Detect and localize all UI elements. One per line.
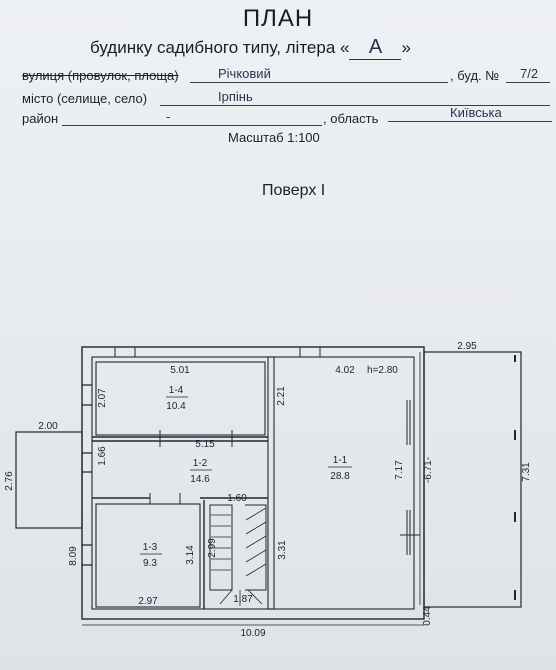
street-value: Річковий — [218, 66, 271, 81]
room-1-1-area: 28.8 — [330, 471, 350, 482]
city-value: Ірпінь — [218, 89, 253, 104]
partition-center — [267, 356, 275, 610]
dim-2-97: 2.97 — [138, 596, 158, 607]
stair-right-run — [245, 504, 267, 591]
room-1-3-id: 1-3 — [143, 542, 158, 553]
dim-2-99: 2.99 — [207, 538, 218, 558]
dim-7-31: 7.31 — [521, 462, 532, 482]
floor-label: Поверх I — [262, 182, 326, 199]
region-value: Київська — [450, 105, 502, 120]
terrace-outline — [423, 351, 522, 608]
subtitle-suffix: » — [401, 38, 411, 57]
height-note: h=2.80 — [367, 365, 398, 376]
house-value: 7/2 — [520, 66, 539, 81]
room-1-4-area: 10.4 — [166, 401, 186, 412]
dim-0-44: 0.44 — [422, 606, 433, 626]
city-field: Ірпінь — [160, 89, 550, 106]
document-title: ПЛАН — [242, 5, 314, 32]
district-value: - — [166, 109, 171, 124]
region-field: Київська — [388, 105, 552, 122]
room-1-2-area: 14.6 — [190, 474, 210, 485]
dim-1-60: -1.60- — [224, 493, 250, 504]
dim-5-01: 5.01 — [170, 365, 190, 376]
dim-3-14: 3.14 — [185, 545, 196, 565]
room-1-2-id: 1-2 — [193, 458, 208, 469]
room-1-4-outline — [95, 361, 266, 436]
dim-2-95: 2.95 — [457, 341, 477, 352]
windows-right-wall — [406, 400, 411, 555]
district-label: район — [22, 111, 59, 126]
stair-winders — [219, 589, 263, 606]
scale-label: Масштаб 1:100 — [228, 130, 320, 145]
dim-2-76: 2.76 — [4, 471, 15, 491]
region-label: , область — [323, 111, 379, 126]
dim-2-00: 2.00 — [38, 421, 58, 432]
dim-1-87: 1.87 — [233, 594, 253, 605]
doors-partitions — [149, 430, 233, 504]
dim-3-31: 3.31 — [277, 540, 288, 560]
district-field: - — [62, 109, 322, 126]
street-label: вулиця (провулок, площа) — [22, 68, 179, 83]
dim-6-71: -6.71- — [423, 457, 434, 483]
outer-wall-outline — [81, 346, 425, 620]
dim-7-17: 7.17 — [394, 460, 405, 480]
dim-4-02: 4.02 — [335, 365, 355, 376]
dim-10-09: 10.09 — [240, 628, 265, 639]
house-field: 7/2 — [506, 66, 550, 83]
porch-outline — [15, 431, 83, 529]
dim-5-15: 5.15 — [195, 439, 215, 450]
windows-top-wall — [114, 347, 321, 357]
street-field: Річковий — [190, 66, 448, 83]
street-label-text: вулиця (провулок, площа) — [22, 68, 179, 83]
stair-steps-right — [245, 507, 267, 577]
room-1-1-id: 1-1 — [333, 455, 348, 466]
dim-2-07: 2.07 — [97, 388, 108, 408]
stair-steps-left — [211, 514, 231, 571]
subtitle-prefix: будинку садибного типу, літера « — [90, 38, 350, 57]
inner-wall-outline — [91, 356, 415, 610]
litera-value: А — [349, 36, 402, 60]
house-label: , буд. № — [450, 68, 500, 83]
room-1-4-id: 1-4 — [169, 385, 184, 396]
dim-2-21: 2.21 — [276, 386, 287, 406]
dim-8-09: 8.09 — [68, 546, 79, 566]
dim-1-66: 1.66 — [97, 446, 108, 466]
windows-left-wall — [82, 384, 92, 566]
room-1-3-area: 9.3 — [143, 558, 157, 569]
city-label-text: місто (селище, село) — [22, 91, 148, 106]
city-label: місто (селище, село) — [22, 91, 147, 106]
room-1-3-outline — [95, 503, 201, 608]
document-subtitle: будинку садибного типу, літера «А» — [90, 36, 411, 60]
